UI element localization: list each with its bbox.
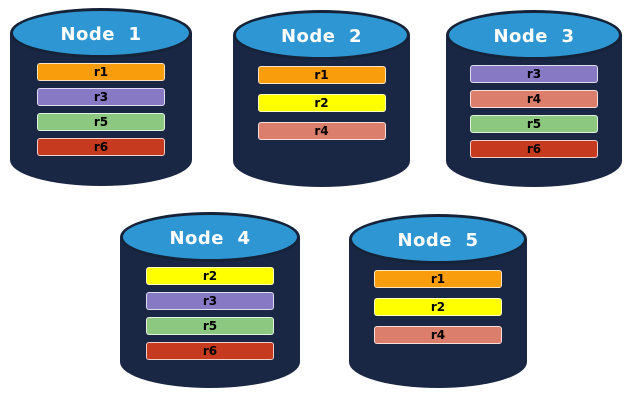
replica-label: r2 bbox=[314, 96, 329, 110]
replica-label: r1 bbox=[314, 68, 329, 82]
database-node-2: Node 2 r1 r2 r4 bbox=[233, 10, 410, 187]
replica-bar-r5: r5 bbox=[37, 113, 165, 131]
replica-label: r4 bbox=[430, 328, 446, 342]
cylinder-body bbox=[446, 35, 622, 187]
database-node-4: Node 4 r2 r3 r5 r6 bbox=[120, 212, 300, 388]
replica-label: r4 bbox=[314, 124, 329, 138]
cylinder-body bbox=[120, 237, 300, 388]
replica-label: r1 bbox=[93, 65, 109, 79]
replica-bar-r3: r3 bbox=[146, 292, 274, 310]
replica-bar-r5: r5 bbox=[146, 317, 274, 335]
replica-list: r2 r3 r5 r6 bbox=[146, 267, 274, 360]
database-node-5: Node 5 r1 r2 r4 bbox=[349, 214, 527, 388]
replica-bar-r6: r6 bbox=[146, 342, 274, 360]
replica-bar-r2: r2 bbox=[374, 298, 502, 316]
cylinder-top: Node 1 bbox=[10, 8, 192, 58]
replica-bar-r2: r2 bbox=[257, 94, 386, 112]
replica-label: r6 bbox=[93, 140, 109, 154]
replica-bar-r5: r5 bbox=[470, 115, 598, 133]
cylinder-body bbox=[10, 33, 192, 186]
replica-bar-r4: r4 bbox=[257, 122, 386, 140]
database-node-1: Node 1 r1 r3 r5 r6 bbox=[10, 8, 192, 186]
replica-bar-r1: r1 bbox=[257, 66, 386, 84]
replica-label: r5 bbox=[526, 117, 542, 131]
replica-bar-r3: r3 bbox=[37, 88, 165, 106]
replica-bar-r1: r1 bbox=[37, 63, 165, 81]
replica-label: r3 bbox=[202, 294, 218, 308]
replica-label: r6 bbox=[202, 344, 218, 358]
database-node-3: Node 3 r3 r4 r5 r6 bbox=[446, 10, 622, 187]
replica-label: r1 bbox=[430, 272, 446, 286]
node-title: Node 1 bbox=[60, 23, 142, 45]
replica-label: r4 bbox=[526, 92, 542, 106]
replica-bar-r4: r4 bbox=[470, 90, 598, 108]
replica-label: r3 bbox=[526, 67, 542, 81]
replica-label: r5 bbox=[93, 115, 109, 129]
node-title: Node 5 bbox=[397, 229, 479, 251]
cylinder-top: Node 5 bbox=[349, 214, 527, 264]
replica-bar-r4: r4 bbox=[374, 326, 502, 344]
replica-bar-r1: r1 bbox=[374, 270, 502, 288]
replica-label: r5 bbox=[202, 319, 218, 333]
replica-bar-r6: r6 bbox=[470, 140, 598, 158]
replica-bar-r2: r2 bbox=[146, 267, 274, 285]
replica-list: r1 r2 r4 bbox=[257, 66, 386, 140]
cylinder-top: Node 3 bbox=[446, 10, 622, 60]
node-title: Node 2 bbox=[280, 25, 363, 47]
replica-bar-r3: r3 bbox=[470, 65, 598, 83]
node-title: Node 4 bbox=[169, 227, 251, 249]
replica-label: r3 bbox=[93, 90, 109, 104]
replica-bar-r6: r6 bbox=[37, 138, 165, 156]
replica-list: r1 r2 r4 bbox=[374, 270, 502, 344]
replica-label: r6 bbox=[526, 142, 542, 156]
replica-label: r2 bbox=[430, 300, 446, 314]
cylinder-top: Node 4 bbox=[120, 212, 300, 262]
cylinder-top: Node 2 bbox=[233, 10, 410, 60]
replica-list: r3 r4 r5 r6 bbox=[470, 65, 598, 158]
replica-list: r1 r3 r5 r6 bbox=[37, 63, 165, 156]
node-title: Node 3 bbox=[493, 25, 575, 47]
replica-label: r2 bbox=[202, 269, 218, 283]
